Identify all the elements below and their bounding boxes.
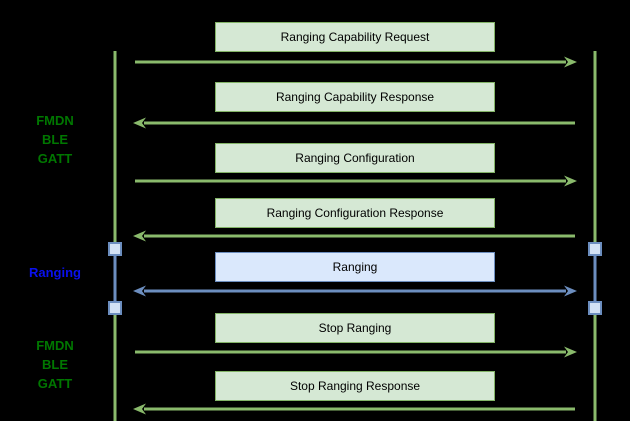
message-arrowhead-right-icon (564, 175, 577, 187)
phase-label-fmdn-ble-gatt-top: FMDN BLE GATT (10, 111, 100, 168)
message-box-ranging-configuration-response: Ranging Configuration Response (215, 198, 495, 228)
message-arrowhead-left-icon (133, 230, 146, 242)
phase-label-fmdn-ble-gatt-bottom: FMDN BLE GATT (10, 336, 100, 393)
message-box-label: Stop Ranging Response (289, 379, 421, 393)
phase-label-line: BLE (42, 132, 68, 147)
phase-label-line: GATT (37, 376, 73, 391)
message-box-stop-ranging-response: Stop Ranging Response (215, 371, 495, 401)
message-box-label: Ranging Capability Request (280, 30, 430, 44)
message-box-stop-ranging: Stop Ranging (215, 313, 495, 343)
message-arrowhead-right-icon (564, 285, 577, 297)
message-arrowhead-left-icon (133, 285, 146, 297)
message-arrowhead-right-icon (564, 56, 577, 68)
message-arrowhead-left-icon (133, 403, 146, 415)
left-ranging-bottom-handle-icon[interactable] (108, 301, 122, 315)
message-box-ranging: Ranging (215, 252, 495, 282)
message-arrowhead-right-icon (564, 346, 577, 358)
phase-label-line: GATT (37, 151, 73, 166)
message-box-label: Ranging (332, 260, 378, 274)
message-box-label: Ranging Configuration Response (266, 206, 444, 220)
message-box-label: Ranging Capability Response (275, 90, 435, 104)
phase-label-line: FMDN (36, 113, 74, 128)
message-box-ranging-capability-request: Ranging Capability Request (215, 22, 495, 52)
right-ranging-bottom-handle-icon[interactable] (588, 301, 602, 315)
left-ranging-top-handle-icon[interactable] (108, 242, 122, 256)
phase-label-line: BLE (42, 357, 68, 372)
message-arrowhead-left-icon (133, 117, 146, 129)
phase-label-ranging-phase: Ranging (10, 263, 100, 282)
message-box-label: Ranging Configuration (295, 151, 415, 165)
message-box-label: Stop Ranging (318, 321, 392, 335)
message-box-ranging-configuration: Ranging Configuration (215, 143, 495, 173)
phase-label-line: Ranging (29, 265, 81, 280)
message-box-ranging-capability-response: Ranging Capability Response (215, 82, 495, 112)
right-ranging-top-handle-icon[interactable] (588, 242, 602, 256)
phase-label-line: FMDN (36, 338, 74, 353)
